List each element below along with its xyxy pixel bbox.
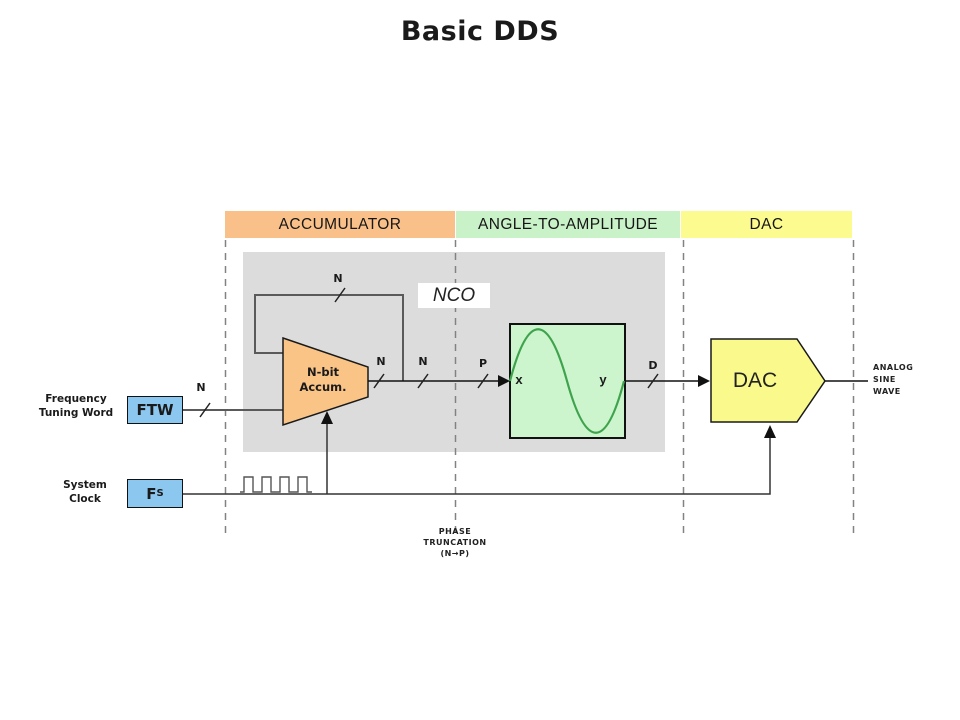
accumulator-block [282, 336, 369, 427]
bus-label-data-d: D [648, 359, 658, 372]
accumulator-label-line1: N-bit [306, 365, 340, 379]
band-angle-to-amplitude: ANGLE-TO-AMPLITUDE [456, 211, 680, 238]
analog-caption-line2: SINE [873, 375, 896, 384]
phase-truncation-line3: (N→P) [440, 549, 470, 558]
phase-truncation-caption: PHASE TRUNCATION (N→P) [393, 526, 517, 559]
clock-wire [183, 424, 771, 495]
bus-label-accum-out-n: N [376, 355, 386, 368]
ftw-caption-line2: Tuning Word [38, 407, 114, 419]
bus-label-feedback-n: N [333, 272, 343, 285]
frequency-tuning-word-caption: Frequency Tuning Word [32, 392, 120, 420]
accumulator-label-line2: Accum. [299, 380, 347, 394]
fs-box-label: F [146, 484, 157, 503]
band-dac: DAC [681, 211, 852, 238]
clock-caption-line2: Clock [69, 493, 101, 505]
analog-caption-line3: WAVE [873, 387, 901, 396]
page-title: Basic DDS [400, 16, 560, 47]
band-accumulator: ACCUMULATOR [225, 211, 455, 238]
dac-block [710, 338, 826, 423]
analog-output-caption: ANALOG SINE WAVE [873, 362, 913, 398]
converter-input-x-label: x [515, 372, 523, 387]
bus-label-nco-out-n: N [418, 355, 428, 368]
ftw-caption-line1: Frequency [45, 393, 107, 405]
nco-label: NCO [418, 283, 490, 308]
sine-wave-glyph [508, 328, 626, 434]
dac-label: DAC [732, 369, 778, 392]
bus-slash-markers [199, 287, 659, 418]
accumulator-label: N-bit Accum. [288, 365, 358, 395]
converter-output-y-label: y [599, 372, 607, 387]
ftw-input-box: FTW [127, 396, 183, 424]
bus-label-phase-p: P [478, 357, 488, 370]
bus-label-ftw-n: N [196, 381, 206, 394]
analog-caption-line1: ANALOG [873, 363, 914, 372]
clock-waveform-icon [240, 476, 312, 493]
phase-truncation-line1: PHASE [438, 527, 472, 536]
clock-arrowhead-dac [764, 425, 776, 438]
ftw-box-label: FTW [136, 401, 174, 419]
clock-arrowhead-accum [321, 411, 333, 424]
section-divider-lines [224, 240, 855, 533]
phase-truncation-line2: TRUNCATION [423, 538, 487, 547]
feedback-wire [254, 294, 404, 381]
fs-box-label-subscript: S [156, 487, 164, 499]
system-clock-caption: System Clock [42, 478, 128, 506]
clock-caption-line1: System [63, 479, 107, 491]
arrowhead-into-converter [498, 375, 510, 387]
arrowhead-into-dac [698, 375, 710, 387]
